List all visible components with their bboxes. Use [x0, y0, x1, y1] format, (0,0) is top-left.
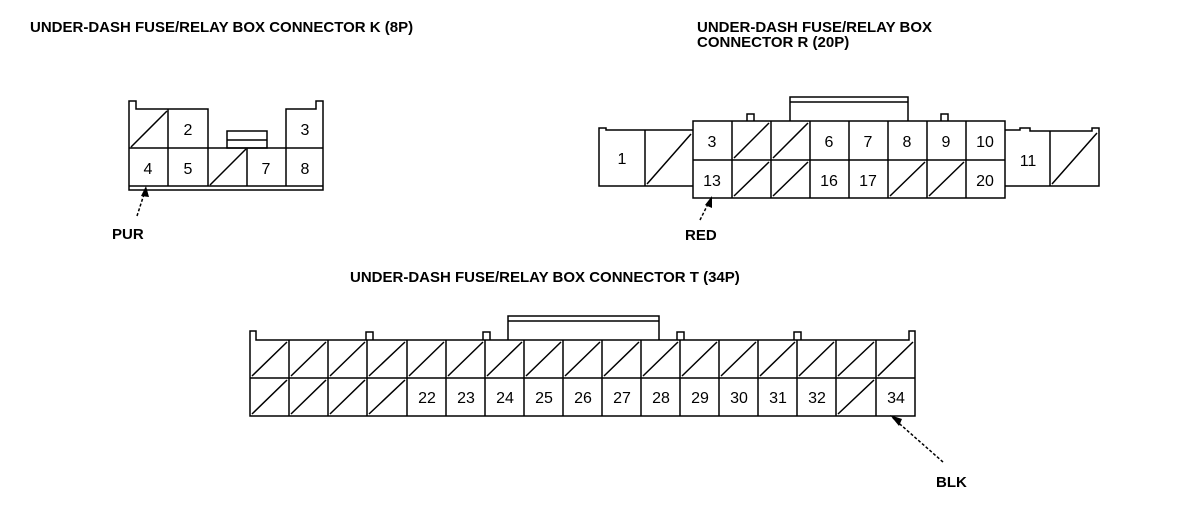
- connector-k-arrowhead: [141, 186, 149, 197]
- connector-r-tab: [940, 113, 949, 121]
- connector-t-tab: [793, 331, 802, 340]
- connector-r-pin: 16: [820, 173, 838, 190]
- connector-r-unused-cavity: [889, 161, 926, 197]
- connector-r-tab: [746, 113, 755, 121]
- connector-k-pin: 7: [262, 161, 271, 178]
- connector-t-tab: [676, 331, 685, 340]
- connector-t-unused-row-1: [251, 341, 914, 377]
- connector-r-title-line1: UNDER-DASH FUSE/RELAY BOX: [697, 19, 933, 36]
- connector-r-wire-color: RED: [685, 227, 717, 244]
- connector-r-arrowhead: [705, 196, 712, 208]
- connector-r-latch: [789, 96, 909, 121]
- connector-r-pin: 11: [1020, 153, 1037, 170]
- connector-r-pin: 10: [976, 134, 994, 151]
- connector-r-unused-cavity: [928, 161, 965, 197]
- connector-t-pin: 34: [887, 390, 905, 407]
- connector-k-pin: 2: [184, 122, 193, 139]
- connector-r-pin: 8: [903, 134, 912, 151]
- connector-r-pin: 3: [708, 134, 717, 151]
- connector-r-unused-cavity: [772, 161, 809, 197]
- connector-t: [249, 315, 944, 463]
- connector-t-tab: [365, 331, 374, 340]
- connector-t-title: UNDER-DASH FUSE/RELAY BOX CONNECTOR T (3…: [350, 269, 740, 286]
- connector-k: [128, 100, 324, 217]
- connector-t-latch: [507, 315, 660, 340]
- connector-t-pin: 29: [691, 390, 709, 407]
- connector-t-wire-color: BLK: [936, 474, 967, 491]
- connector-k-pin: 4: [144, 161, 153, 178]
- connector-r-pin: 1: [618, 151, 627, 168]
- connector-r-pin: 13: [703, 173, 721, 190]
- connector-t-pin: 25: [535, 390, 553, 407]
- connector-k-pin: 5: [184, 161, 193, 178]
- connector-k-pin: 8: [301, 161, 310, 178]
- connector-t-pin: 32: [808, 390, 826, 407]
- connector-t-pin: 26: [574, 390, 592, 407]
- connector-r-left-wing: [598, 127, 693, 187]
- connector-k-wire-color: PUR: [112, 226, 144, 243]
- connector-r-unused-cavity: [733, 122, 770, 159]
- connector-t-pin: 31: [769, 390, 787, 407]
- connector-k-housing: [128, 100, 324, 191]
- connector-k-unused-cavity: [209, 148, 247, 186]
- connector-k-title: UNDER-DASH FUSE/RELAY BOX CONNECTOR K (8…: [30, 19, 414, 36]
- connector-r-unused-cavity: [772, 122, 809, 159]
- connector-r-unused-cavity: [646, 133, 692, 185]
- connector-t-wire-pointer: [892, 417, 944, 463]
- connector-r: [598, 96, 1100, 221]
- connector-r-unused-cavity: [1051, 132, 1098, 185]
- connector-r-pin: 7: [864, 134, 873, 151]
- connector-r-title-line2: CONNECTOR R (20P): [697, 34, 850, 51]
- connector-t-unused-row-2: [251, 379, 875, 415]
- connector-k-unused-cavity: [130, 110, 168, 148]
- connector-t-pin: 27: [613, 390, 631, 407]
- connector-r-pin: 6: [825, 134, 834, 151]
- connector-t-pin: 28: [652, 390, 670, 407]
- connector-r-pin: 20: [976, 173, 994, 190]
- connector-k-pin: 3: [301, 122, 310, 139]
- connector-r-unused-cavity: [733, 161, 770, 197]
- connector-t-pin: 23: [457, 390, 475, 407]
- connector-t-arrowhead: [890, 415, 902, 426]
- connector-t-pin: 30: [730, 390, 748, 407]
- connector-t-tab: [482, 331, 491, 340]
- connector-r-right-wing: [1005, 127, 1100, 187]
- connector-t-pin: 24: [496, 390, 514, 407]
- connector-r-pin: 9: [942, 134, 951, 151]
- connector-r-pin: 17: [859, 173, 877, 190]
- connector-t-main-body: [249, 330, 916, 417]
- connector-t-pin: 22: [418, 390, 436, 407]
